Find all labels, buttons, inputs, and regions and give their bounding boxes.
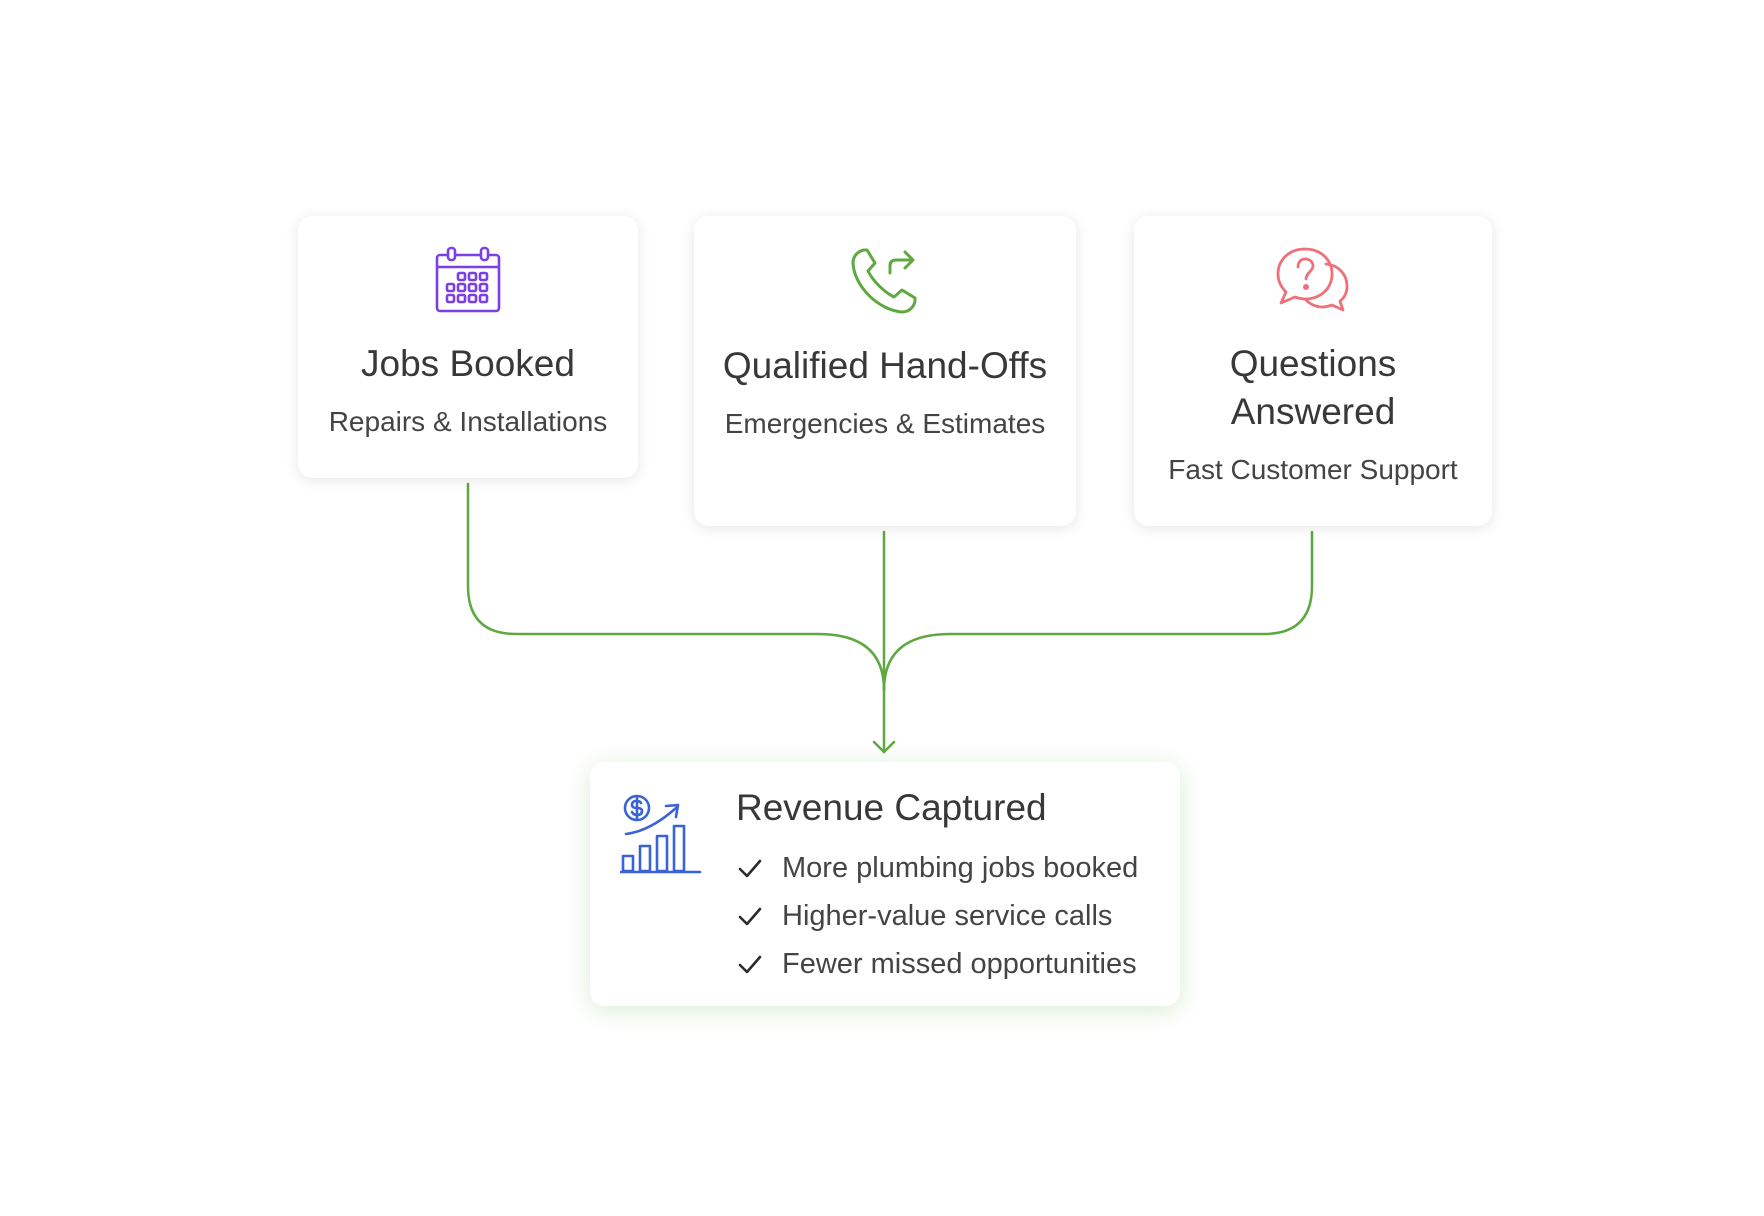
list-item: Higher-value service calls bbox=[736, 892, 1138, 940]
connector-questions bbox=[882, 530, 1314, 692]
card-title: Qualified Hand-Offs bbox=[722, 345, 1048, 386]
arrow-head bbox=[872, 740, 896, 754]
card-jobs-booked: Jobs Booked Repairs & Installations bbox=[298, 216, 638, 478]
question-chat-icon bbox=[1276, 247, 1349, 312]
result-benefits-list: More plumbing jobs booked Higher-value s… bbox=[736, 844, 1138, 988]
benefit-text: Higher-value service calls bbox=[782, 899, 1113, 932]
calendar-icon bbox=[435, 246, 501, 313]
list-item: More plumbing jobs booked bbox=[736, 844, 1138, 892]
benefit-text: Fewer missed opportunities bbox=[782, 947, 1137, 980]
card-title: Jobs Booked bbox=[361, 343, 575, 384]
phone-forward-icon bbox=[851, 248, 917, 314]
card-title: Questions Answered bbox=[1229, 343, 1397, 432]
card-subtitle: Fast Customer Support bbox=[1168, 454, 1458, 485]
card-qualified-handoffs: Qualified Hand-Offs Emergencies & Estima… bbox=[694, 216, 1076, 526]
list-item: Fewer missed opportunities bbox=[736, 940, 1138, 988]
benefit-text: More plumbing jobs booked bbox=[782, 851, 1139, 884]
check-icon bbox=[738, 859, 762, 878]
card-subtitle: Emergencies & Estimates bbox=[724, 408, 1046, 439]
check-icon bbox=[738, 955, 762, 974]
result-title: Revenue Captured bbox=[736, 787, 1047, 828]
card-subtitle: Repairs & Installations bbox=[328, 406, 608, 437]
card-questions-answered: Questions Answered Fast Customer Support bbox=[1134, 216, 1492, 526]
connector-jobs bbox=[466, 482, 886, 692]
card-revenue-captured: Revenue Captured More plumbing jobs book… bbox=[590, 762, 1180, 1006]
check-icon bbox=[738, 907, 762, 926]
revenue-growth-icon bbox=[620, 794, 702, 874]
